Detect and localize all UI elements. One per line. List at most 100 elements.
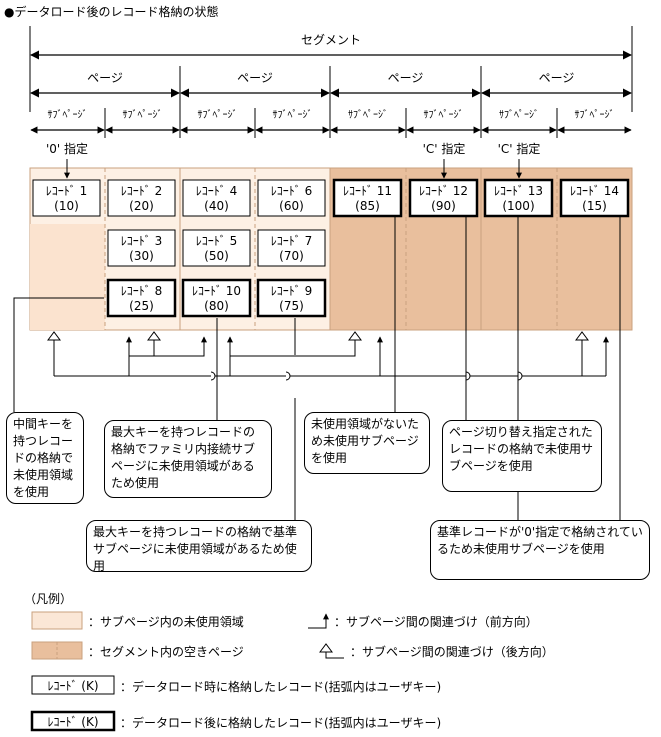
record-key: (90): [431, 199, 456, 213]
record-name: ﾚｺｰﾄﾞ 1: [46, 184, 87, 198]
record-key: (70): [279, 249, 304, 263]
callout-connector: [13, 297, 104, 412]
record-border: [256, 278, 327, 318]
legend-unused-swatch: [31, 611, 83, 630]
record-box: ﾚｺｰﾄﾞ 7(70): [257, 229, 326, 267]
record-name: ﾚｺｰﾄﾞ 13: [494, 184, 543, 198]
record-box: ﾚｺｰﾄﾞ 2(20): [107, 179, 176, 217]
record-name: ﾚｺｰﾄﾞ 10: [192, 284, 241, 298]
diagram-title: ●データロード後のレコード格納の状態: [4, 5, 219, 19]
record-key: (60): [279, 199, 304, 213]
record-border: [483, 178, 554, 218]
record-name: ﾚｺｰﾄﾞ 12: [419, 184, 468, 198]
record-box: ﾚｺｰﾄﾞ 3(30): [107, 229, 176, 267]
page-label: ページ: [237, 71, 273, 85]
callout-middle-key: 中間キーを持つレコードの格納で未使用領域を使用: [6, 412, 84, 504]
record-box: ﾚｺｰﾄﾞ 1(10): [32, 179, 101, 217]
record-box: ﾚｺｰﾄﾞ 6(60): [257, 179, 326, 217]
callout-base-subpage: 最大キーを持つレコードの格納で基準サブページに未使用領域があるため使用: [86, 520, 312, 573]
subpage-arrows: ｻﾌﾞﾍﾟｰｼﾞ ｻﾌﾞﾍﾟｰｼﾞ ｻﾌﾞﾍﾟｰｼﾞ ｻﾌﾞﾍﾟｰｼﾞ ｻﾌﾞﾍﾟｰｼﾞ…: [30, 108, 632, 138]
callout-family-subpage: 最大キーを持つレコードの格納でファミリ内接続サブページに未使用領域があるため使用: [104, 420, 272, 498]
record-name: ﾚｺｰﾄﾞ 3: [121, 234, 162, 248]
segment-label: セグメント: [301, 33, 361, 47]
forward-link: [129, 336, 207, 357]
record-key: (20): [129, 199, 154, 213]
line-bridge: [517, 371, 523, 381]
subpage-label: ｻﾌﾞﾍﾟｰｼﾞ: [123, 109, 163, 121]
record-border: [257, 179, 326, 217]
page-arrows: ページ ページ ページ ページ: [30, 66, 632, 138]
record-key: (50): [204, 249, 229, 263]
record-box: ﾚｺｰﾄﾞ 11(85): [332, 178, 403, 218]
record-border: [182, 179, 251, 217]
record-box: ﾚｺｰﾄﾞ 9(75): [256, 278, 327, 318]
record-border: [257, 229, 326, 267]
legend-record-thin-label: ﾚｺｰﾄﾞ (K): [47, 679, 98, 693]
record-box: ﾚｺｰﾄﾞ 4(40): [182, 179, 251, 217]
record-key: (85): [355, 199, 380, 213]
record-key: (40): [204, 199, 229, 213]
subpage-label: ｻﾌﾞﾍﾟｰｼﾞ: [48, 109, 88, 121]
legend-before-text: ：データロード時に格納したレコード(括弧内はユーザキー): [120, 680, 442, 694]
legend-empty-text: ：セグメント内の空きページ: [88, 645, 244, 659]
record-name: ﾚｺｰﾄﾞ 5: [196, 234, 237, 248]
backward-arrowhead: [348, 331, 362, 341]
record-name: ﾚｺｰﾄﾞ 9: [271, 284, 312, 298]
record-box: ﾚｺｰﾄﾞ 8(25): [106, 278, 177, 318]
legend-backward-arrowhead: [319, 643, 333, 653]
legend-after-text: ：データロード後に格納したレコード(括弧内はユーザキー): [120, 716, 442, 730]
legend-backward-text: ：サブページ間の関連づけ（後方向）: [350, 645, 554, 659]
line-bridge: [465, 371, 471, 381]
record-key: (80): [204, 299, 229, 313]
line-bridge: [285, 371, 291, 381]
record-border: [106, 278, 177, 318]
record-key: (25): [129, 299, 154, 313]
backward-link: [305, 334, 356, 357]
unused-area-sub1: [30, 224, 105, 330]
record-box: ﾚｺｰﾄﾞ 12(90): [408, 178, 479, 218]
page-label: ページ: [539, 71, 575, 85]
spec-0-label: '0' 指定: [46, 141, 88, 156]
legend-record-thick: [30, 710, 116, 732]
callout-page-switch: ページ切り替え指定されたレコードの格納で未使用サブページを使用: [442, 420, 602, 492]
subpage-label: ｻﾌﾞﾍﾟｰｼﾞ: [499, 109, 539, 121]
record-border: [182, 229, 251, 267]
subpage-label: ｻﾌﾞﾍﾟｰｼﾞ: [198, 109, 238, 121]
backward-arrowhead: [47, 331, 61, 341]
record-border: [107, 229, 176, 267]
legend-heading: （凡例）: [24, 592, 73, 606]
record-name: ﾚｺｰﾄﾞ 4: [196, 184, 237, 198]
subpage-label: ｻﾌﾞﾍﾟｰｼﾞ: [575, 109, 615, 121]
record-box: ﾚｺｰﾄﾞ 10(80): [181, 278, 252, 318]
page-label: ページ: [87, 71, 123, 85]
record-key: (75): [279, 299, 304, 313]
record-name: ﾚｺｰﾄﾞ 11: [343, 184, 392, 198]
backward-arrowhead: [147, 331, 161, 341]
record-name: ﾚｺｰﾄﾞ 8: [121, 284, 162, 298]
record-key: (15): [582, 199, 607, 213]
record-box: ﾚｺｰﾄﾞ 14(15): [559, 178, 630, 218]
record-name: ﾚｺｰﾄﾞ 6: [271, 184, 312, 198]
record-name: ﾚｺｰﾄﾞ 7: [271, 234, 312, 248]
record-key: (30): [129, 249, 154, 263]
record-border: [181, 278, 252, 318]
record-border: [332, 178, 403, 218]
legend-unused-text: ：サブページ内の未使用領域: [88, 615, 244, 629]
record-name: ﾚｺｰﾄﾞ 2: [121, 184, 162, 198]
line-bridge: [210, 371, 216, 381]
page-label: ページ: [388, 71, 424, 85]
subpage-label: ｻﾌﾞﾍﾟｰｼﾞ: [424, 109, 464, 121]
legend-forward-icon: [308, 613, 329, 629]
callout-base-record: 基準レコードが'0'指定で格納されているため未使用サブページを使用: [430, 520, 650, 580]
record-key: (100): [502, 199, 534, 213]
record-border: [32, 179, 101, 217]
record-name: ﾚｺｰﾄﾞ 14: [570, 184, 619, 198]
legend-record-thick-label: ﾚｺｰﾄﾞ (K): [47, 715, 98, 729]
record-key: (10): [54, 199, 79, 213]
records: ﾚｺｰﾄﾞ 1(10)ﾚｺｰﾄﾞ 2(20)ﾚｺｰﾄﾞ 3(30)ﾚｺｰﾄﾞ 4…: [32, 178, 630, 318]
record-box: ﾚｺｰﾄﾞ 5(50): [182, 229, 251, 267]
subpage-label: ｻﾌﾞﾍﾟｰｼﾞ: [348, 109, 388, 121]
spec-c-label-1: 'C' 指定: [423, 141, 466, 156]
spec-c-label-2: 'C' 指定: [498, 141, 541, 156]
